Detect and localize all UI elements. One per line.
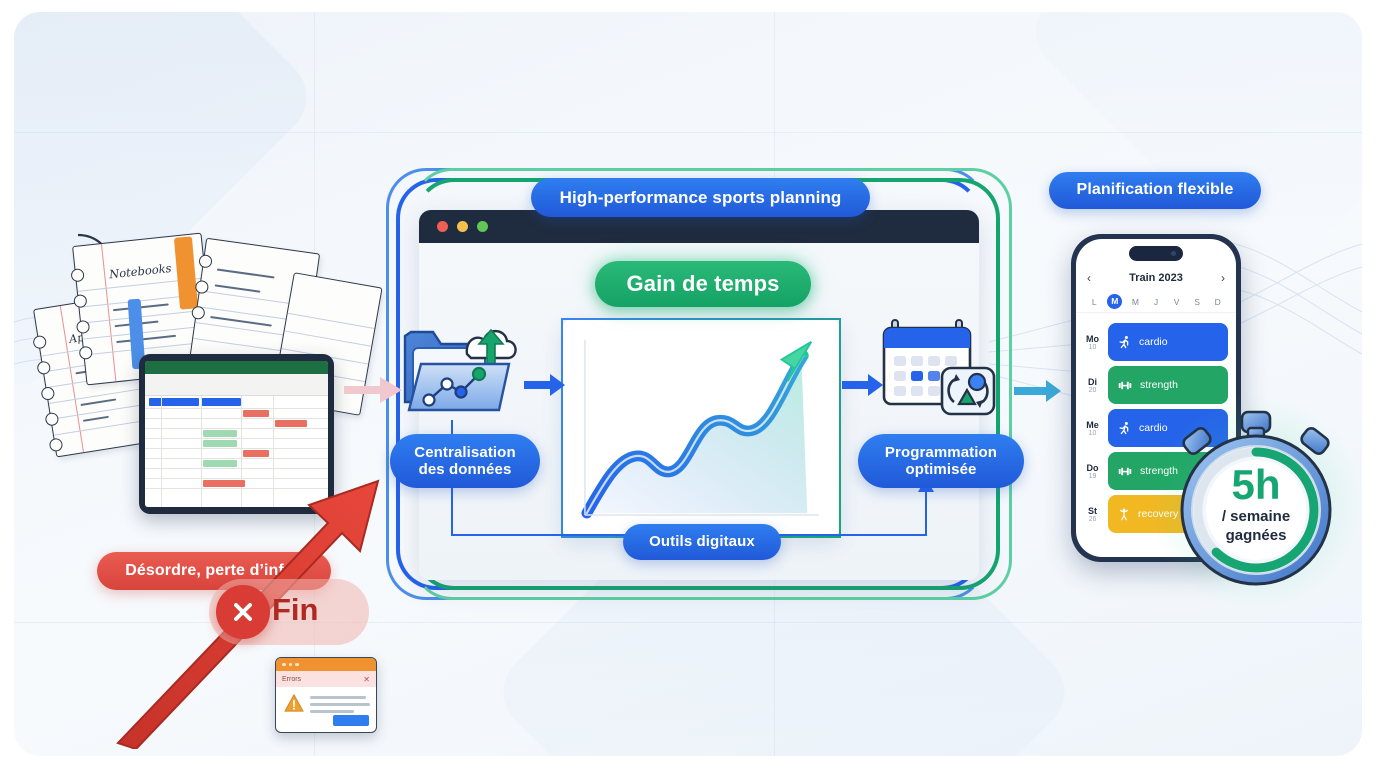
pill-line-2: optimisée — [905, 461, 977, 478]
row-date: Do 19 — [1082, 463, 1103, 480]
day-letter-j[interactable]: J — [1153, 296, 1159, 307]
errors-dialog[interactable]: Errors ✕ — [275, 657, 377, 733]
minimize-traffic-light[interactable] — [457, 221, 468, 232]
day-letter-d[interactable]: D — [1214, 296, 1221, 307]
row-day: Di — [1088, 376, 1097, 387]
runner-icon — [1119, 421, 1129, 434]
errors-dialog-header: Errors ✕ — [276, 671, 376, 687]
pill-line-1: Centralisation — [414, 443, 516, 461]
workout-label: strength — [1140, 465, 1178, 477]
stopwatch-sub-line1: / semaine — [1221, 508, 1291, 525]
stopwatch-value: 5h — [1231, 461, 1281, 508]
spreadsheet-app — [145, 361, 328, 507]
fin-label: Fin — [272, 592, 319, 627]
row-date: Me 10 — [1082, 420, 1103, 437]
pill-gain-de-temps[interactable]: Gain de temps — [595, 261, 811, 307]
row-day: Me — [1086, 419, 1099, 430]
connector-line — [451, 534, 627, 536]
notebook-handwriting-1: Notebooks — [108, 260, 173, 282]
day-letter-m[interactable]: M — [1131, 296, 1139, 307]
workout-label: recovery — [1138, 508, 1178, 520]
connector-line — [451, 420, 453, 436]
dumbbell-icon — [1118, 467, 1132, 475]
workout-card[interactable]: strength — [1108, 366, 1228, 404]
workout-label: strength — [1140, 379, 1178, 391]
dumbbell-icon — [1118, 381, 1132, 389]
workout-label: cardio — [1139, 422, 1168, 434]
row-day: Do — [1086, 462, 1099, 473]
list-item[interactable]: Mo 10 cardio — [1082, 323, 1228, 361]
stretch-icon — [1119, 507, 1129, 520]
row-daynum: 10 — [1088, 343, 1097, 351]
camera-icon — [1171, 251, 1176, 256]
row-date: Di 20 — [1082, 377, 1103, 394]
workout-label: cardio — [1139, 336, 1168, 348]
pill-outils-digitaux[interactable]: Outils digitaux — [623, 524, 781, 560]
bg-grid-line — [14, 622, 1362, 623]
list-item[interactable]: Di 20 strength — [1082, 366, 1228, 404]
pill-programmation-optimisee[interactable]: Programmation optimisée — [858, 434, 1024, 488]
close-icon[interactable]: ✕ — [363, 674, 370, 684]
row-daynum: 20 — [1088, 386, 1097, 394]
phone-header: ‹ Train 2023 › — [1076, 267, 1236, 289]
maximize-traffic-light[interactable] — [477, 221, 488, 232]
growth-chart — [581, 339, 820, 519]
connector-line — [777, 534, 927, 536]
arrow-right-icon — [344, 377, 402, 403]
row-daynum: 10 — [1088, 429, 1097, 437]
arrow-right-icon — [1014, 380, 1061, 402]
runner-icon — [1119, 335, 1129, 348]
spreadsheet-toolbar — [145, 374, 328, 396]
close-traffic-light[interactable] — [437, 221, 448, 232]
arrow-right-icon — [842, 374, 883, 396]
pill-line-1: Programmation — [884, 443, 998, 461]
day-letter-m-selected[interactable]: M — [1107, 294, 1123, 309]
warning-triangle-icon — [284, 694, 304, 712]
growth-chart-card — [561, 318, 841, 538]
day-letter-s[interactable]: S — [1194, 296, 1200, 307]
calendar-sync-icon — [882, 319, 996, 416]
messy-papers-cluster: Apprentissage Notebooks — [32, 227, 384, 749]
stopwatch-sub-line2: gagnées — [1225, 527, 1287, 545]
arrow-right-icon — [524, 374, 565, 396]
stopwatch-readout: 5h / semaine gagnées — [1194, 464, 1318, 545]
errors-dialog-titlebar — [276, 658, 376, 671]
connector-line — [925, 490, 927, 536]
connector-line — [451, 474, 453, 536]
cross-circle-icon — [216, 585, 270, 639]
pill-centralisation-des-donnees[interactable]: Centralisation des données — [390, 434, 540, 488]
pill-planification-flexible[interactable]: Planification flexible — [1049, 172, 1261, 209]
pill-high-performance[interactable]: High-performance sports planning — [531, 178, 870, 217]
row-date: St 26 — [1082, 506, 1103, 523]
workout-card[interactable]: cardio — [1108, 323, 1228, 361]
day-letter-v[interactable]: V — [1173, 296, 1180, 307]
row-date: Mo 10 — [1082, 334, 1103, 351]
folder-data-cloud-icon — [403, 328, 517, 412]
next-month-button[interactable]: › — [1220, 271, 1225, 285]
errors-dialog-title: Errors — [282, 675, 302, 683]
errors-dialog-button[interactable] — [333, 715, 369, 726]
phone-notch — [1129, 246, 1183, 261]
row-daynum: 19 — [1088, 472, 1097, 480]
canvas-background: Apprentissage Notebooks — [14, 12, 1362, 756]
pill-line-2: des données — [418, 461, 512, 478]
row-day: Mo — [1086, 333, 1099, 344]
spreadsheet-grid — [145, 396, 328, 507]
day-letter-l[interactable]: L — [1091, 296, 1097, 307]
flow-rail-green-outer — [412, 168, 1012, 600]
row-daynum: 26 — [1088, 515, 1097, 523]
bg-grid-line — [14, 132, 1362, 133]
phone-title: Train 2023 — [1129, 272, 1183, 284]
stopwatch-icon — [1180, 410, 1332, 586]
tablet-device — [139, 354, 334, 514]
prev-month-button[interactable]: ‹ — [1087, 271, 1091, 285]
phone-day-selector: L M M J V S D — [1076, 291, 1236, 313]
spreadsheet-ribbon — [145, 361, 328, 374]
row-day: St — [1088, 505, 1097, 516]
